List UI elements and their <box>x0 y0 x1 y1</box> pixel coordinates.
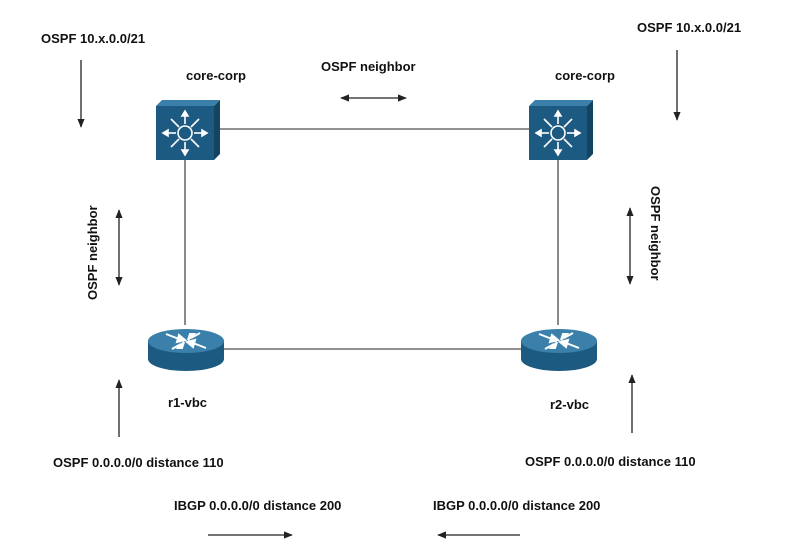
neighbor-label-left: OSPF neighbor <box>85 205 100 300</box>
route-label-top-left: OSPF 10.x.0.0/21 <box>41 31 145 46</box>
device-label-r1: r1-vbc <box>168 395 207 410</box>
device-label-core-right: core-corp <box>555 68 615 83</box>
ibgp-label-right: IBGP 0.0.0.0/0 distance 200 <box>433 498 600 513</box>
default-route-label-left: OSPF 0.0.0.0/0 distance 110 <box>53 455 224 470</box>
ibgp-label-left: IBGP 0.0.0.0/0 distance 200 <box>174 498 341 513</box>
default-route-label-right: OSPF 0.0.0.0/0 distance 110 <box>525 454 696 469</box>
device-label-core-left: core-corp <box>186 68 246 83</box>
router-icon <box>148 329 224 371</box>
device-label-r2: r2-vbc <box>550 397 589 412</box>
multilayer-switch-icon <box>529 100 593 160</box>
multilayer-switch-icon <box>156 100 220 160</box>
neighbor-label-top: OSPF neighbor <box>321 59 416 74</box>
neighbor-label-right: OSPF neighbor <box>648 186 663 281</box>
router-icon <box>521 329 597 371</box>
route-label-top-right: OSPF 10.x.0.0/21 <box>637 20 741 35</box>
